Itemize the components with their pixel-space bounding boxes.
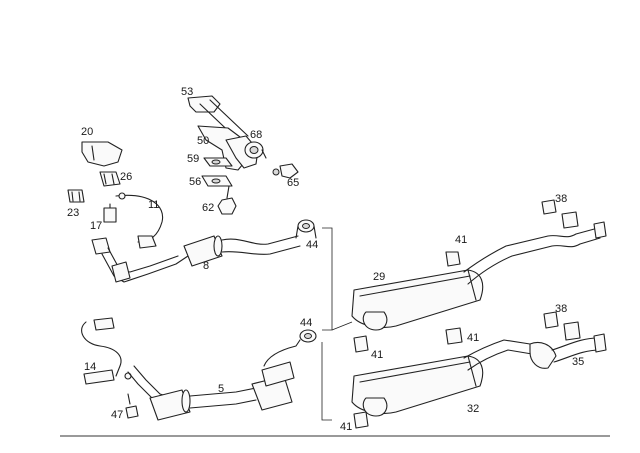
callout-65: 65 (287, 177, 299, 189)
callout-38-lower: 38 (555, 303, 567, 315)
part-38-clamp-upper (541, 199, 579, 229)
callout-26: 26 (120, 171, 132, 183)
part-59-plate (203, 157, 233, 167)
part-41-rubber-hanger-2 (353, 335, 369, 353)
part-62-bolt (217, 185, 237, 215)
callout-20: 20 (81, 126, 93, 138)
callout-35: 35 (572, 356, 584, 368)
part-20-heat-shield (81, 141, 123, 167)
callout-44-lower: 44 (300, 317, 312, 329)
part-14-oxygen-sensor (81, 317, 132, 385)
part-44-clamp-upper (295, 219, 317, 239)
callout-8: 8 (203, 260, 209, 272)
part-32-rear-muffler-lower (351, 339, 533, 417)
callout-32: 32 (467, 403, 479, 415)
callout-14: 14 (84, 361, 96, 373)
part-35-tail-pipe (529, 333, 607, 369)
callout-41-a: 41 (455, 234, 467, 246)
callout-5: 5 (218, 383, 224, 395)
part-41-rubber-hanger-1 (445, 251, 461, 267)
callout-47: 47 (111, 409, 123, 421)
part-44-clamp-lower (299, 329, 317, 343)
callout-23: 23 (67, 207, 79, 219)
callout-56: 56 (189, 176, 201, 188)
callout-41-c: 41 (467, 332, 479, 344)
part-26-clamp (99, 171, 121, 187)
part-68-rubber-mount (244, 141, 267, 159)
callout-17: 17 (90, 220, 102, 232)
part-23-clamp (67, 189, 85, 203)
part-56-plate (201, 175, 233, 187)
part-41-rubber-hanger-3 (445, 327, 463, 345)
callout-29: 29 (373, 271, 385, 283)
callout-62: 62 (202, 202, 214, 214)
part-41-rubber-hanger-4 (353, 411, 369, 429)
callout-59: 59 (187, 153, 199, 165)
callout-11: 11 (148, 199, 159, 211)
part-38-clamp-lower (543, 311, 581, 341)
callout-41-d: 41 (340, 421, 352, 433)
callout-44-upper: 44 (306, 239, 318, 251)
part-11-oxygen-sensor-cable (115, 192, 164, 249)
callout-38-upper: 38 (555, 193, 567, 205)
leader-lines (321, 227, 353, 421)
part-47-bolt (125, 393, 139, 419)
part-65-clip (272, 163, 299, 179)
callout-labels: 53 20 50 68 59 56 65 26 23 17 11 62 8 44… (67, 86, 584, 433)
callout-41-b: 41 (371, 349, 383, 361)
part-29-rear-muffler-upper (351, 221, 607, 331)
callout-50: 50 (197, 135, 209, 147)
part-8-front-pipe (91, 235, 301, 283)
part-17-connector (103, 203, 117, 223)
callout-53: 53 (181, 86, 193, 98)
part-5-front-pipe-right (127, 339, 301, 421)
callout-68: 68 (250, 129, 262, 141)
